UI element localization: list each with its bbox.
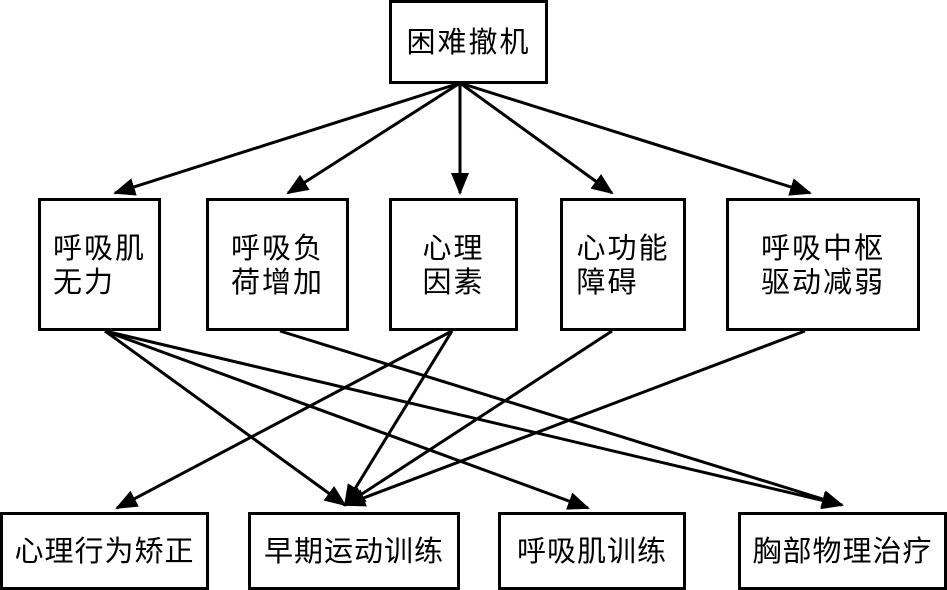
root-node: 困难撤机	[389, 0, 548, 84]
treat-3-label: 胸部物理治疗	[752, 534, 933, 568]
treatment-node-early-exercise-training: 早期运动训练	[248, 512, 460, 590]
edge-cause-0-treat-2	[104, 329, 590, 510]
edge-root-cause-0	[113, 81, 461, 196]
edge-cause-3-treat-1	[343, 329, 613, 507]
root-label: 困难撤机	[406, 25, 531, 59]
edge-cause-0-treat-1	[104, 329, 347, 507]
edge-cause-0-treat-3	[104, 329, 844, 510]
cause-3-line1: 心功能	[576, 230, 670, 265]
cause-4-line1: 呼吸中枢	[760, 230, 885, 265]
cause-3-line2: 障碍	[576, 264, 639, 299]
cause-4-line2: 驱动减弱	[760, 264, 885, 299]
cause-1-line1: 呼吸负	[230, 230, 324, 265]
cause-1-line2: 荷增加	[230, 264, 324, 299]
cause-2-line1: 心理	[422, 230, 485, 265]
cause-0-line2: 无力	[52, 264, 115, 299]
cause-2-line2: 因素	[422, 264, 485, 299]
treat-1-label: 早期运动训练	[263, 534, 444, 568]
edge-root-cause-4	[459, 81, 812, 196]
cause-node-respiratory-muscle-weakness: 呼吸肌 无力	[38, 198, 161, 331]
cause-node-respiratory-drive-decrease: 呼吸中枢 驱动减弱	[726, 198, 920, 331]
cause-0-line1: 呼吸肌	[52, 230, 146, 265]
edge-cause-4-treat-1	[343, 329, 806, 507]
treat-2-label: 呼吸肌训练	[516, 534, 667, 568]
edge-cause-2-treat-1	[343, 330, 454, 507]
treatment-node-chest-physiotherapy: 胸部物理治疗	[738, 512, 947, 590]
cause-node-cardiac-dysfunction: 心功能 障碍	[560, 198, 686, 331]
cause-node-respiratory-load-increase: 呼吸负 荷增加	[206, 198, 349, 331]
edge-root-cause-1	[286, 81, 461, 195]
treatment-node-psychological-behavior-correction: 心理行为矫正	[0, 512, 209, 590]
edge-cause-2-treat-0	[115, 329, 453, 510]
treatment-node-respiratory-muscle-training: 呼吸肌训练	[498, 512, 686, 590]
edge-cause-1-treat-3	[279, 329, 844, 508]
cause-node-psychological-factors: 心理 因素	[389, 198, 518, 331]
edge-root-cause-3	[459, 81, 614, 195]
treat-0-label: 心理行为矫正	[14, 534, 195, 568]
